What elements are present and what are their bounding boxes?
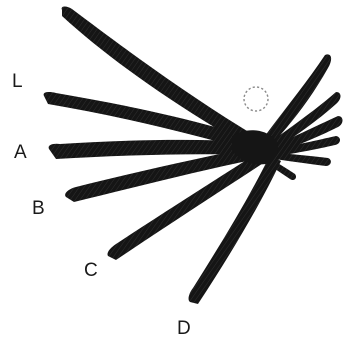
label-L: L: [12, 72, 23, 91]
label-B: B: [32, 199, 45, 218]
label-D: D: [177, 319, 191, 338]
label-C: C: [84, 261, 98, 280]
label-A: A: [14, 143, 27, 162]
dashed-circle-marker: [244, 87, 268, 111]
